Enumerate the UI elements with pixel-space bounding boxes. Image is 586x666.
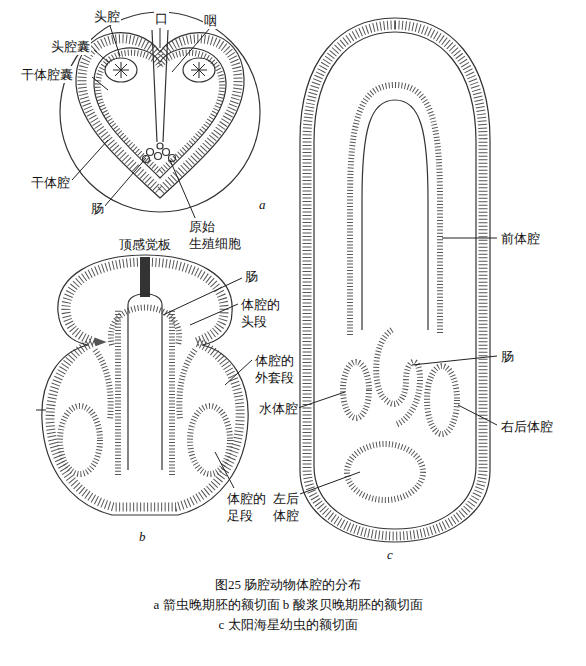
ectoderm-band (82, 39, 238, 191)
part-label: 体腔的 足段 (226, 490, 267, 524)
anterior-coelom-lumen (362, 100, 428, 330)
mantle-band (95, 350, 195, 420)
part-label: 干体腔囊 (20, 66, 74, 83)
part-label: 头腔囊 (50, 38, 91, 55)
part-label: 干体腔 (30, 174, 71, 191)
foot-coelom (60, 406, 100, 474)
ectoderm-band (307, 25, 483, 536)
germ-cells (143, 143, 176, 163)
caption-line: a 箭虫晚期胚的额切面 b 酸浆贝晚期胚的额切面 (0, 596, 582, 613)
part-label: 顶感觉板 (118, 236, 172, 253)
panel-letter: b (138, 528, 147, 545)
part-label: 肠 (90, 200, 105, 217)
left-posterior-coelom (347, 444, 423, 500)
gut-wall (128, 294, 162, 470)
figure-caption: 图25 肠腔动物体腔的分布 (0, 576, 582, 593)
part-label: 肠 (500, 348, 515, 365)
outer-outline (42, 255, 248, 515)
part-label: 右后体腔 (500, 418, 554, 435)
unlabeled-tick (36, 410, 46, 411)
inner-outline (94, 48, 226, 178)
lamp-shell-section (36, 255, 248, 515)
head-cavity-rays (113, 62, 207, 78)
part-label: 咽 (203, 12, 218, 29)
sea-star-larva-section (300, 18, 490, 542)
part-label: 体腔的 外套段 (254, 352, 295, 386)
part-label: 头腔 (93, 8, 121, 25)
caption-line: c 太阳海星幼虫的额切面 (0, 616, 582, 633)
panel-letter: a (258, 196, 267, 213)
gut (376, 330, 420, 425)
outer-outline (76, 33, 244, 198)
ectoderm-band (50, 262, 240, 507)
coelom-head-band (111, 308, 179, 346)
part-label: 左后 体腔 (272, 490, 300, 524)
anterior-coelom (350, 85, 440, 335)
right-posterior-coelom (427, 366, 457, 434)
part-label: 体腔的 头段 (240, 296, 281, 330)
inner-outline (314, 32, 476, 529)
part-label: 前体腔 (500, 230, 541, 247)
leader-lines (72, 26, 497, 494)
outer-outline (300, 18, 490, 542)
hydrocoel (343, 362, 369, 418)
part-label: 肠 (244, 268, 259, 285)
gut-band (118, 310, 172, 475)
apical-plate (140, 257, 150, 297)
part-label: 水体腔 (258, 400, 299, 417)
coelom-sac-band (98, 53, 222, 172)
part-label: 口 (154, 10, 169, 27)
part-label: 原始 生殖细胞 (188, 218, 242, 252)
foot-coelom (190, 406, 230, 474)
panel-letter: c (386, 546, 394, 563)
